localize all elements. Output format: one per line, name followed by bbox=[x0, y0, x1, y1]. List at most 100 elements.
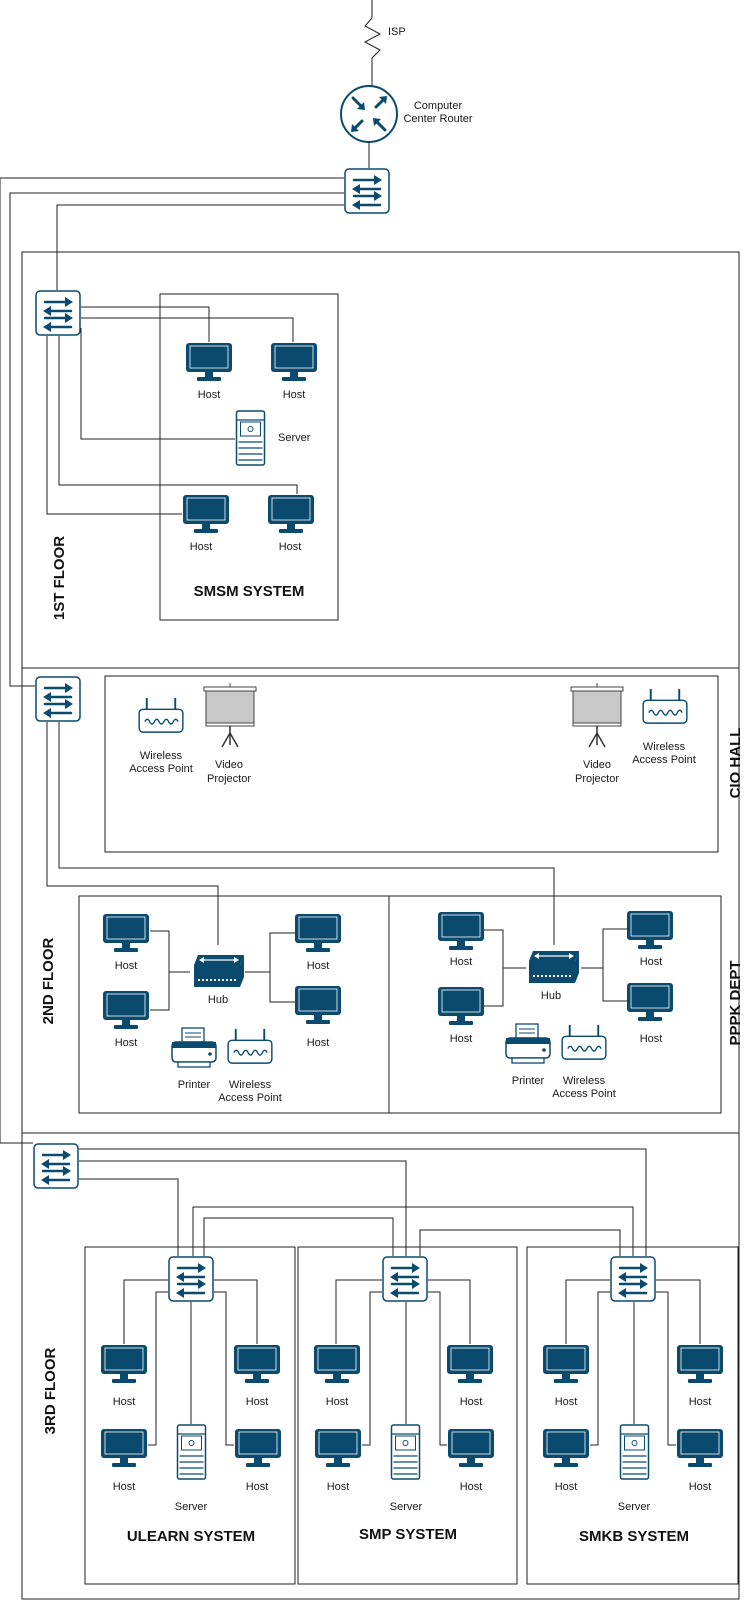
server-icon bbox=[390, 1424, 421, 1480]
smp-switch-icon bbox=[382, 1256, 428, 1302]
monitor-icon bbox=[267, 494, 315, 534]
monitor-icon bbox=[102, 913, 150, 953]
core-to-3rd-floor-link bbox=[0, 177, 344, 1144]
monitor-icon bbox=[542, 1428, 590, 1468]
second-floor-switch-icon bbox=[35, 676, 81, 722]
monitor-icon bbox=[676, 1428, 724, 1468]
host-label: Host bbox=[689, 1396, 712, 1408]
router-label-line1: Computer bbox=[414, 100, 463, 112]
ulearn-system-title: ULEARN SYSTEM bbox=[127, 1528, 255, 1545]
host-label: Host bbox=[283, 389, 306, 401]
host-label: Host bbox=[460, 1481, 483, 1493]
projector-screen-icon bbox=[570, 683, 624, 748]
host-label: Host bbox=[460, 1396, 483, 1408]
wap-label-line1: Wireless bbox=[643, 741, 686, 753]
monitor-icon bbox=[294, 913, 342, 953]
monitor-icon bbox=[233, 1344, 281, 1384]
host-label: Host bbox=[640, 1033, 663, 1045]
smkb-system-title: SMKB SYSTEM bbox=[579, 1528, 689, 1545]
monitor-icon bbox=[447, 1428, 495, 1468]
cio-hall-label: CIO HALL bbox=[727, 728, 744, 799]
hub-icon bbox=[528, 950, 580, 984]
server-icon bbox=[235, 410, 266, 466]
smsm-system-title: SMSM SYSTEM bbox=[194, 583, 305, 600]
smsm-system-box bbox=[159, 293, 339, 621]
server-label: Server bbox=[175, 1501, 208, 1513]
monitor-icon bbox=[270, 342, 318, 382]
smkb-switch-icon bbox=[610, 1256, 656, 1302]
host-label: Host bbox=[555, 1481, 578, 1493]
server-icon bbox=[619, 1424, 650, 1480]
host-label: Host bbox=[113, 1481, 136, 1493]
cio-hall-box bbox=[104, 675, 719, 853]
smp-smkb-uplink bbox=[419, 1229, 621, 1256]
core-switch-icon bbox=[344, 168, 390, 214]
pppk-hub-right-links bbox=[602, 928, 627, 1002]
ulearn-smkb-uplink bbox=[192, 1206, 634, 1256]
second-floor-label: 2ND FLOOR bbox=[40, 938, 57, 1025]
monitor-icon bbox=[100, 1344, 148, 1384]
printer-icon bbox=[505, 1023, 551, 1064]
host-label: Host bbox=[327, 1481, 350, 1493]
first-floor-switch-icon bbox=[35, 290, 81, 336]
host-label: Host bbox=[246, 1396, 269, 1408]
isp-label: ISP bbox=[388, 26, 406, 38]
isp-link bbox=[363, 0, 382, 86]
printer-icon bbox=[171, 1027, 217, 1068]
hub-right-links bbox=[269, 932, 295, 1003]
host-label: Host bbox=[190, 541, 213, 553]
projector-label-line2: Projector bbox=[207, 773, 251, 785]
third-floor-switch-icon bbox=[33, 1143, 79, 1189]
host-label: Host bbox=[198, 389, 221, 401]
monitor-icon bbox=[437, 911, 485, 951]
wireless-access-point-icon bbox=[227, 1027, 273, 1065]
monitor-icon bbox=[100, 1428, 148, 1468]
router-label-line2: Center Router bbox=[403, 113, 472, 125]
first-floor-label: 1ST FLOOR bbox=[51, 536, 68, 620]
host-label: Host bbox=[279, 541, 302, 553]
host-label: Host bbox=[115, 1037, 138, 1049]
monitor-icon bbox=[626, 982, 674, 1022]
monitor-icon bbox=[185, 342, 233, 382]
wap-label-line1: Wireless bbox=[140, 750, 183, 762]
smsm-link-host4 bbox=[58, 336, 298, 494]
hub-left-links bbox=[150, 930, 170, 1011]
wap-label-line2: Access Point bbox=[552, 1088, 616, 1100]
smsm-link-host3 bbox=[46, 336, 182, 515]
wireless-access-point-icon bbox=[138, 696, 184, 734]
host-label: Host bbox=[555, 1396, 578, 1408]
wap-label-line1: Wireless bbox=[229, 1079, 272, 1091]
switch-to-left-hub-link bbox=[46, 722, 219, 945]
server-label: Server bbox=[278, 432, 311, 444]
monitor-icon bbox=[294, 985, 342, 1025]
monitor-icon bbox=[542, 1344, 590, 1384]
monitor-icon bbox=[313, 1344, 361, 1384]
server-label: Server bbox=[390, 1501, 423, 1513]
monitor-icon bbox=[437, 986, 485, 1026]
monitor-icon bbox=[626, 910, 674, 950]
monitor-icon bbox=[314, 1428, 362, 1468]
third-floor-zone bbox=[21, 1132, 740, 1600]
host-label: Host bbox=[450, 1033, 473, 1045]
floor3-to-smkb-link bbox=[79, 1148, 647, 1256]
wap-label-line2: Access Point bbox=[632, 754, 696, 766]
server-label: Server bbox=[618, 1501, 651, 1513]
core-to-1st-floor-link bbox=[56, 204, 344, 290]
ulearn-smp-uplink bbox=[203, 1217, 394, 1256]
monitor-icon bbox=[446, 1344, 494, 1384]
pppk-dept-room bbox=[388, 895, 722, 1114]
host-label: Host bbox=[640, 956, 663, 968]
smp-system-box bbox=[297, 1246, 518, 1585]
wap-label-line1: Wireless bbox=[563, 1075, 606, 1087]
wap-label-line2: Access Point bbox=[129, 763, 193, 775]
host-label: Host bbox=[326, 1396, 349, 1408]
host-label: Host bbox=[307, 1037, 330, 1049]
first-floor-zone bbox=[21, 251, 740, 669]
monitor-icon bbox=[676, 1344, 724, 1384]
ulearn-system-box bbox=[84, 1246, 296, 1585]
wireless-access-point-icon bbox=[642, 687, 688, 725]
host-label: Host bbox=[246, 1481, 269, 1493]
hub-label: Hub bbox=[208, 994, 228, 1006]
monitor-icon bbox=[182, 494, 230, 534]
